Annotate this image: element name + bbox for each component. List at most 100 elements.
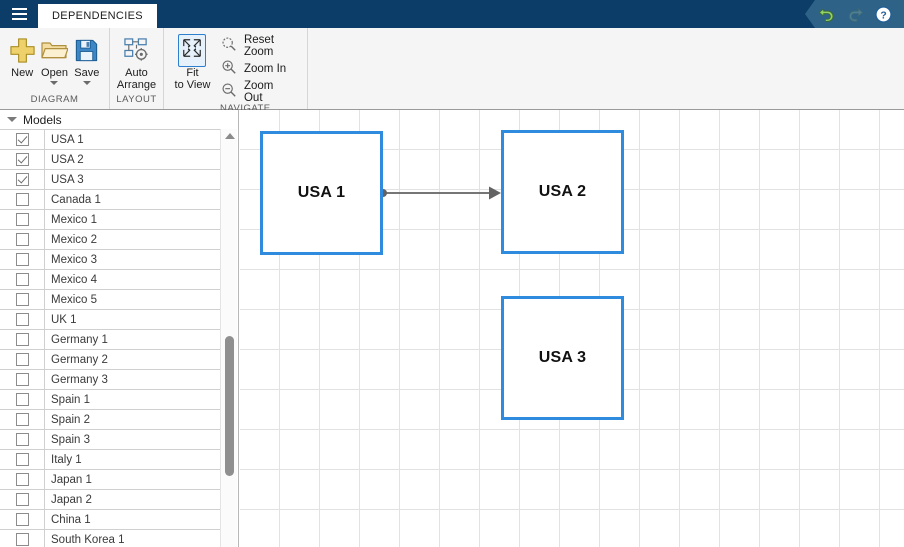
model-list-row[interactable]: Mexico 2 bbox=[0, 230, 221, 250]
model-list-row[interactable]: Spain 3 bbox=[0, 430, 221, 450]
model-list-row[interactable]: UK 1 bbox=[0, 310, 221, 330]
model-checkbox-cell[interactable] bbox=[0, 330, 45, 349]
model-checkbox-cell[interactable] bbox=[0, 230, 45, 249]
model-list-row[interactable]: Germany 3 bbox=[0, 370, 221, 390]
model-list-row[interactable]: USA 3 bbox=[0, 170, 221, 190]
model-name-label: Germany 3 bbox=[51, 373, 108, 386]
fit-to-view-button[interactable]: Fit to View bbox=[170, 32, 215, 91]
new-button[interactable]: New bbox=[6, 32, 38, 79]
model-checkbox-cell[interactable] bbox=[0, 410, 45, 429]
model-checkbox[interactable] bbox=[15, 333, 29, 346]
model-checkbox[interactable] bbox=[15, 413, 29, 426]
model-list-row[interactable]: Mexico 5 bbox=[0, 290, 221, 310]
model-checkbox[interactable] bbox=[15, 453, 29, 466]
model-checkbox-cell[interactable] bbox=[0, 290, 45, 309]
save-dropdown-caret-icon[interactable] bbox=[82, 81, 91, 85]
model-checkbox-cell[interactable] bbox=[0, 470, 45, 489]
tab-dependencies[interactable]: DEPENDENCIES bbox=[38, 4, 157, 28]
graph-node-usa1[interactable]: USA 1 bbox=[260, 131, 383, 255]
model-list-row[interactable]: Mexico 3 bbox=[0, 250, 221, 270]
model-checkbox-cell[interactable] bbox=[0, 370, 45, 389]
model-checkbox[interactable] bbox=[15, 473, 29, 486]
model-list-row[interactable]: South Korea 1 bbox=[0, 530, 221, 547]
model-checkbox[interactable] bbox=[15, 293, 29, 306]
auto-arrange-label-line2: Arrange bbox=[116, 79, 157, 91]
model-checkbox-cell[interactable] bbox=[0, 390, 45, 409]
model-checkbox[interactable] bbox=[15, 153, 29, 166]
model-checkbox-cell[interactable] bbox=[0, 430, 45, 449]
model-checkbox-cell[interactable] bbox=[0, 250, 45, 269]
model-checkbox[interactable] bbox=[15, 233, 29, 246]
model-list-row[interactable]: USA 1 bbox=[0, 130, 221, 150]
open-button-label: Open bbox=[41, 67, 68, 79]
model-checkbox-cell[interactable] bbox=[0, 270, 45, 289]
scroll-up-arrow-icon[interactable] bbox=[221, 133, 238, 139]
graph-node-label: USA 3 bbox=[538, 349, 587, 366]
reset-zoom-item[interactable]: Reset Zoom bbox=[219, 34, 297, 58]
scrollbar-thumb[interactable] bbox=[225, 336, 234, 476]
folder-icon bbox=[40, 34, 69, 66]
model-name-label: Germany 1 bbox=[51, 333, 108, 346]
hamburger-menu-icon[interactable] bbox=[0, 0, 38, 28]
model-list-row[interactable]: Japan 1 bbox=[0, 470, 221, 490]
model-checkbox-cell[interactable] bbox=[0, 450, 45, 469]
model-checkbox[interactable] bbox=[15, 173, 29, 186]
model-list-row[interactable]: Germany 2 bbox=[0, 350, 221, 370]
save-button[interactable]: Save bbox=[71, 32, 103, 85]
auto-arrange-button[interactable]: Auto Arrange bbox=[116, 32, 157, 91]
model-checkbox[interactable] bbox=[15, 133, 29, 146]
model-checkbox[interactable] bbox=[15, 433, 29, 446]
model-list-row[interactable]: Germany 1 bbox=[0, 330, 221, 350]
model-checkbox-cell[interactable] bbox=[0, 130, 45, 149]
ribbon-group-navigate: Fit to View Reset Zoom bbox=[164, 28, 308, 114]
model-list-row[interactable]: Mexico 1 bbox=[0, 210, 221, 230]
model-list-row[interactable]: USA 2 bbox=[0, 150, 221, 170]
model-list-row[interactable]: Spain 1 bbox=[0, 390, 221, 410]
model-list-row[interactable]: Japan 2 bbox=[0, 490, 221, 510]
open-button[interactable]: Open bbox=[38, 32, 70, 85]
open-dropdown-caret-icon[interactable] bbox=[50, 81, 59, 85]
model-checkbox[interactable] bbox=[15, 313, 29, 326]
model-name-label: Canada 1 bbox=[51, 193, 101, 206]
model-checkbox-cell[interactable] bbox=[0, 350, 45, 369]
model-checkbox[interactable] bbox=[15, 493, 29, 506]
model-list-row[interactable]: China 1 bbox=[0, 510, 221, 530]
model-list-row[interactable]: Canada 1 bbox=[0, 190, 221, 210]
ribbon-group-navigate-title: NAVIGATE bbox=[220, 103, 271, 114]
model-checkbox-cell[interactable] bbox=[0, 530, 45, 547]
model-name-label: Mexico 3 bbox=[51, 253, 98, 266]
help-question-icon[interactable]: ? bbox=[875, 5, 892, 23]
model-checkbox[interactable] bbox=[15, 253, 29, 266]
model-checkbox[interactable] bbox=[15, 393, 29, 406]
zoom-in-item[interactable]: Zoom In bbox=[219, 58, 297, 80]
model-checkbox-cell[interactable] bbox=[0, 170, 45, 189]
undo-arrow-icon[interactable] bbox=[817, 5, 836, 24]
model-checkbox[interactable] bbox=[15, 353, 29, 366]
model-checkbox-cell[interactable] bbox=[0, 510, 45, 529]
model-checkbox-cell[interactable] bbox=[0, 490, 45, 509]
model-checkbox[interactable] bbox=[15, 193, 29, 206]
graph-node-usa2[interactable]: USA 2 bbox=[501, 130, 624, 254]
dependency-graph-canvas[interactable]: USA 1 USA 2 USA 3 bbox=[240, 110, 904, 547]
zoom-out-icon bbox=[221, 82, 237, 103]
model-checkbox[interactable] bbox=[15, 273, 29, 286]
model-checkbox-cell[interactable] bbox=[0, 190, 45, 209]
zoom-out-item[interactable]: Zoom Out bbox=[219, 80, 297, 104]
model-checkbox-cell[interactable] bbox=[0, 310, 45, 329]
model-checkbox-cell[interactable] bbox=[0, 210, 45, 229]
graph-node-usa3[interactable]: USA 3 bbox=[501, 296, 624, 420]
model-list-row[interactable]: Italy 1 bbox=[0, 450, 221, 470]
model-list-row[interactable]: Spain 2 bbox=[0, 410, 221, 430]
model-list-row[interactable]: Mexico 4 bbox=[0, 270, 221, 290]
model-checkbox[interactable] bbox=[15, 373, 29, 386]
model-checkbox[interactable] bbox=[15, 213, 29, 226]
model-checkbox[interactable] bbox=[15, 513, 29, 526]
model-checkbox-cell[interactable] bbox=[0, 150, 45, 169]
model-checkbox[interactable] bbox=[15, 533, 29, 546]
models-panel-title: Models bbox=[23, 112, 62, 127]
models-list-scrollbar[interactable] bbox=[220, 129, 237, 547]
triangle-down-icon[interactable] bbox=[7, 117, 17, 122]
